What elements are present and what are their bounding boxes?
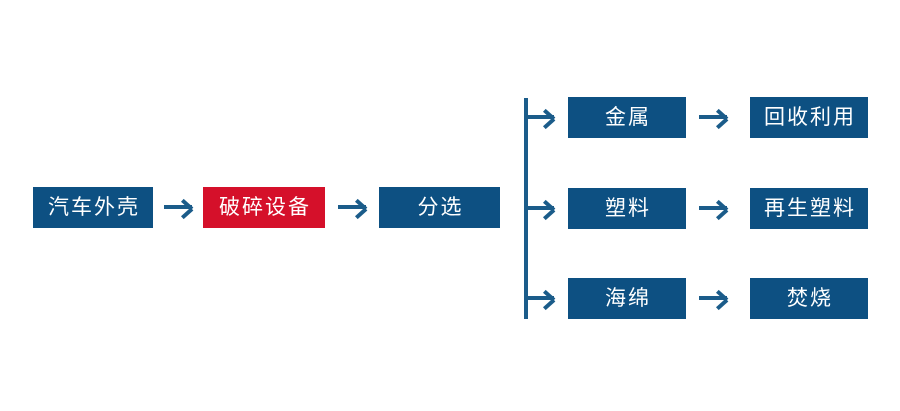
arrow-shaft [699, 115, 727, 119]
arrow-branch-1 [526, 195, 556, 221]
arrow-shaft [699, 296, 727, 300]
node-result-2[interactable]: 焚烧 [750, 278, 868, 319]
node-output-2[interactable]: 海绵 [568, 278, 686, 319]
arrow-shaft [526, 206, 554, 210]
node-main-2[interactable]: 分选 [379, 187, 500, 228]
arrow-shaft [526, 296, 554, 300]
node-main-0[interactable]: 汽车外壳 [33, 187, 153, 228]
node-result-0[interactable]: 回收利用 [750, 97, 868, 138]
node-output-0[interactable]: 金属 [568, 97, 686, 138]
node-result-1[interactable]: 再生塑料 [750, 188, 868, 229]
arrow-output-to-result-1 [699, 195, 729, 221]
arrow-output-to-result-0 [699, 104, 729, 130]
arrow-shaft [526, 115, 554, 119]
node-main-1[interactable]: 破碎设备 [203, 187, 325, 228]
arrow-branch-0 [526, 104, 556, 130]
arrow-branch-2 [526, 285, 556, 311]
arrow-shaft [338, 205, 366, 209]
arrow-shaft [164, 205, 192, 209]
node-output-1[interactable]: 塑料 [568, 188, 686, 229]
arrow-shell-to-shredder [164, 194, 194, 220]
arrow-shredder-to-sort [338, 194, 368, 220]
arrow-output-to-result-2 [699, 285, 729, 311]
arrow-shaft [699, 206, 727, 210]
